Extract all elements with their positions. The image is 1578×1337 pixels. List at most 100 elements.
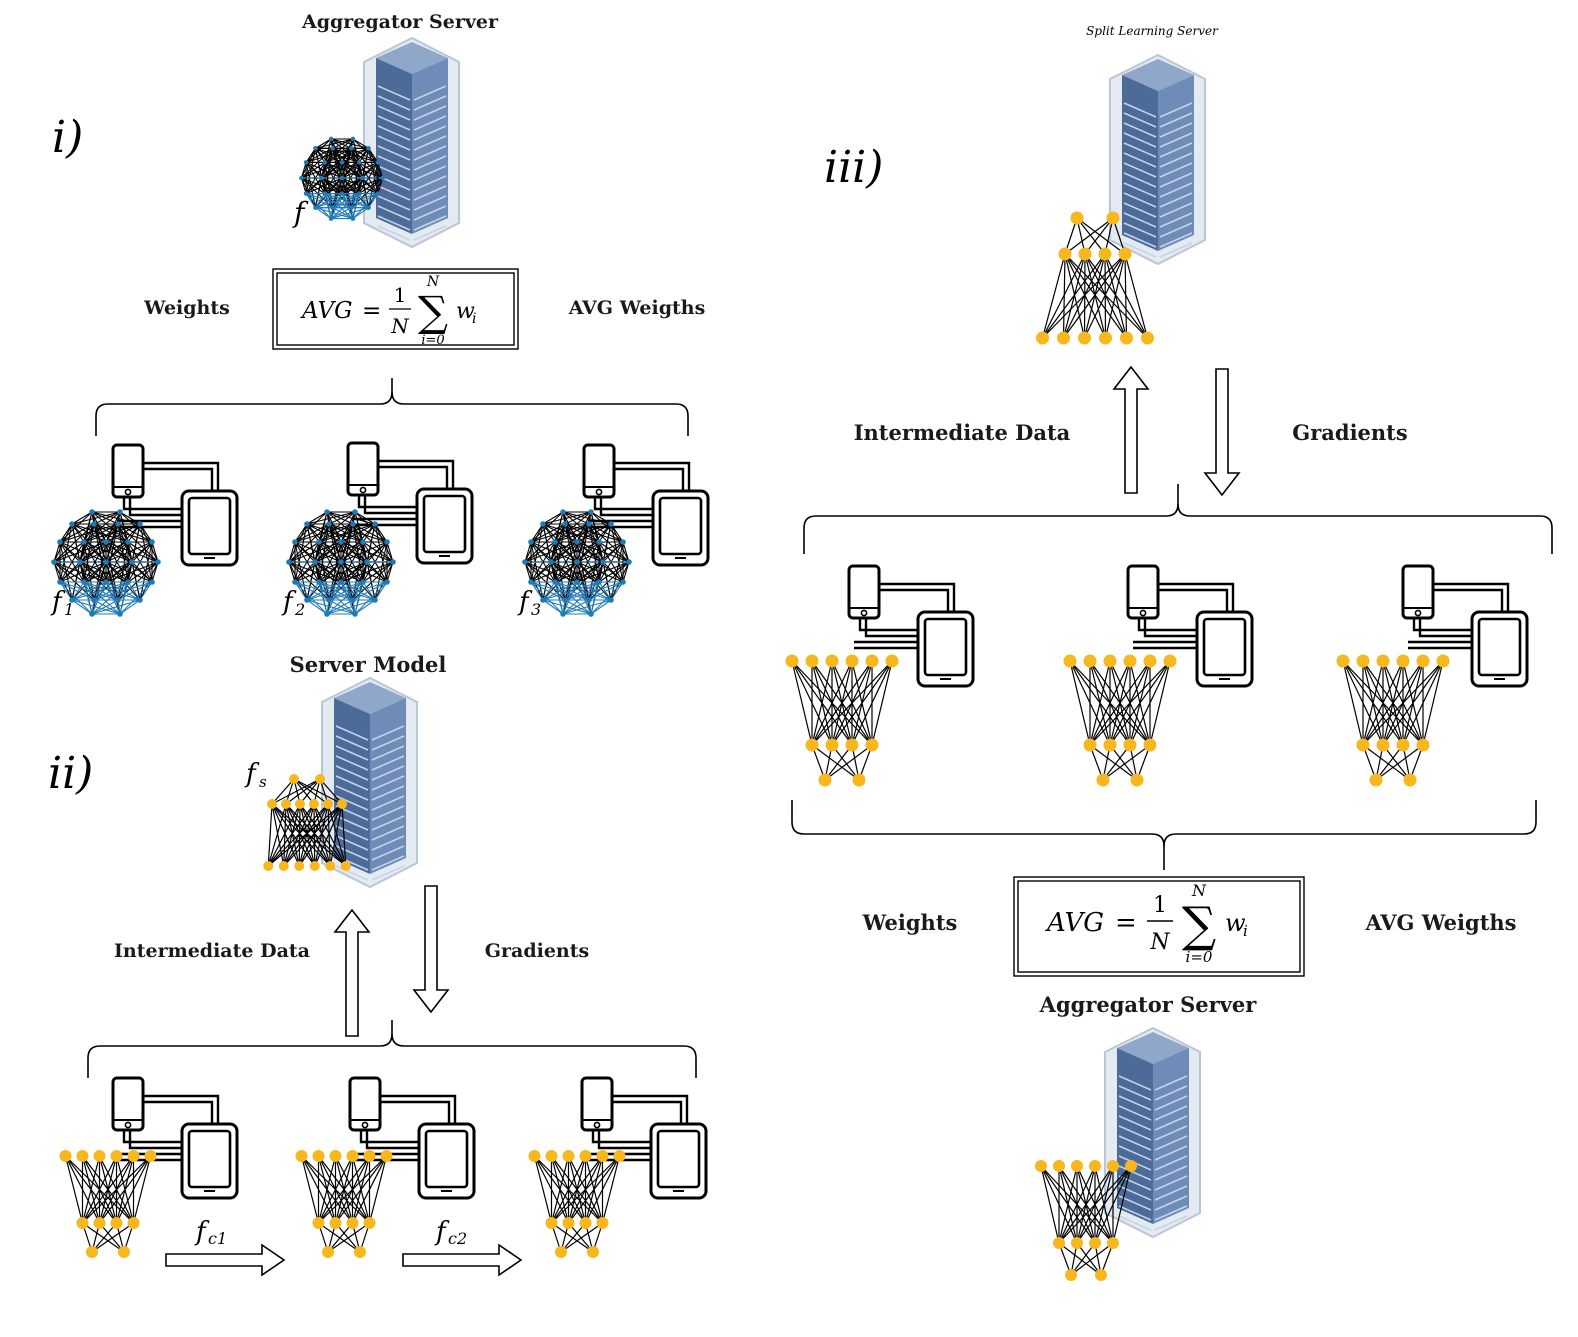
neuron-node (620, 579, 626, 585)
neuron-node (127, 1217, 140, 1229)
neuron-node (785, 654, 799, 668)
brace-i (95, 378, 393, 436)
intermediate-data-label-iii: Intermediate Data (854, 420, 1071, 445)
neuron-node (76, 1217, 89, 1229)
brace-iii-top (803, 484, 1179, 554)
neuron-node (845, 738, 859, 752)
neuron-node (350, 521, 356, 527)
neuron-node (356, 160, 362, 165)
neuron-node (596, 579, 602, 585)
neuron-node (360, 539, 366, 545)
client-model-sub: 3 (531, 600, 541, 619)
neuron-node (608, 597, 614, 603)
panel-ii-label: ii) (48, 748, 93, 799)
neuron-node (1107, 1160, 1119, 1172)
avg-weights-label-iii: AVG Weigths (1365, 910, 1517, 935)
neuron-node (588, 509, 594, 515)
neuron-node (328, 216, 334, 221)
neuron-node (528, 579, 534, 585)
neuron-node (825, 654, 839, 668)
neuron-node (579, 1217, 592, 1229)
neuron-node (574, 579, 580, 585)
up-arrow-icon (1113, 366, 1149, 494)
neuron-node (363, 1150, 376, 1162)
neuron-node (339, 175, 345, 181)
weights-label-i: Weights (143, 297, 230, 319)
neuron-node (562, 1217, 575, 1229)
neuron-node (89, 611, 95, 617)
neuron-node (1057, 331, 1070, 345)
neuron-node (115, 597, 121, 603)
neuron-node (1436, 654, 1450, 668)
neuron-node (326, 597, 332, 603)
neuron-node (117, 611, 123, 617)
aggregator-server-rack-top (363, 37, 460, 248)
neuron-node (69, 597, 75, 603)
neuron-node (579, 1150, 592, 1162)
panel-iii: iii) Split Learning Server Intermediate … (785, 24, 1553, 1281)
neuron-node (295, 799, 305, 809)
gradients-label-iii: Gradients (1292, 420, 1407, 445)
neuron-node (57, 579, 63, 585)
weights-label-iii: Weights (862, 910, 958, 935)
neuron-node (1118, 247, 1132, 261)
neuron-node (522, 559, 528, 565)
neuron-node (149, 579, 155, 585)
neuron-node (562, 1150, 575, 1162)
neuron-node (125, 539, 131, 545)
neuron-node (852, 773, 866, 787)
neuron-node (350, 136, 356, 142)
formula-lhs: AVG (300, 298, 352, 324)
sigma-icon: ∑ (1182, 897, 1216, 953)
neuron-node (1103, 654, 1117, 668)
neuron-node (330, 205, 335, 210)
formula-sum-top: N (1191, 881, 1207, 900)
neuron-node (1143, 738, 1157, 752)
neuron-node (346, 1217, 359, 1229)
neuron-node (77, 559, 83, 565)
neuron-node (354, 1246, 366, 1258)
neuron-node (545, 1150, 558, 1162)
neuron-node (110, 1217, 123, 1229)
neuron-node (326, 521, 332, 527)
sigma-icon: ∑ (418, 287, 448, 336)
neuron-node (263, 861, 274, 871)
neuron-node (1123, 738, 1137, 752)
neuron-node (323, 799, 333, 809)
neuron-node (339, 160, 345, 165)
neuron-node (338, 579, 344, 585)
neuron-node (552, 579, 558, 585)
neuron-node (312, 559, 318, 565)
neuron-node (304, 521, 310, 527)
neuron-node (1123, 654, 1137, 668)
neuron-node (91, 597, 97, 603)
server-model-network (263, 774, 351, 871)
neuron-node (81, 539, 87, 545)
neuron-node (1120, 331, 1133, 345)
neuron-node (588, 611, 594, 617)
neuron-node (548, 559, 554, 565)
neuron-node (118, 1246, 130, 1258)
neuron-node (1035, 1160, 1047, 1172)
neuron-node (1107, 1237, 1119, 1249)
neuron-node (103, 579, 109, 585)
neuron-node (540, 521, 546, 527)
avg-weights-label-i: AVG Weigths (568, 297, 706, 319)
neuron-node (528, 539, 534, 545)
client-model-sub: 2 (294, 600, 305, 619)
neuron-node (350, 216, 356, 221)
neuron-node (322, 160, 328, 165)
formula-eq: = (1115, 908, 1137, 938)
neuron-node (117, 509, 123, 515)
neuron-node (390, 559, 396, 565)
neuron-node (363, 1217, 376, 1229)
down-arrow-icon (1204, 368, 1240, 496)
neuron-node (329, 1150, 342, 1162)
neuron-node (586, 521, 592, 527)
neuron-node (93, 1217, 106, 1229)
neuron-node (1065, 1269, 1077, 1281)
formula-term-sub: i (472, 311, 476, 327)
neuron-node (315, 774, 325, 784)
neuron-node (349, 205, 354, 210)
gradients-label-ii: Gradients (485, 940, 589, 962)
